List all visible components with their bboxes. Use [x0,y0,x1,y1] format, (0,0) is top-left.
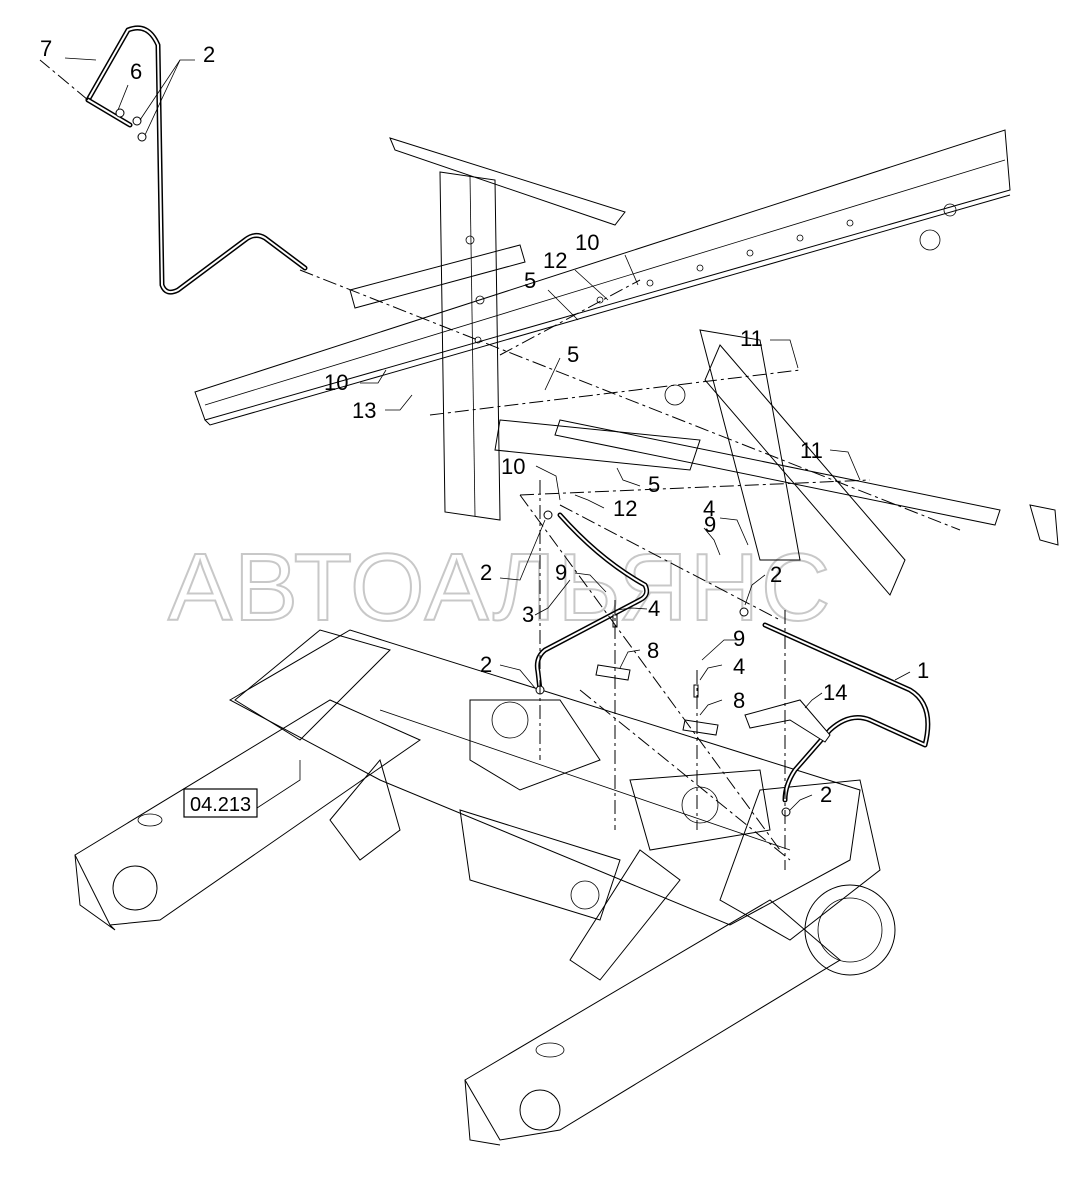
callout-4: 4 [648,596,660,621]
callout-3: 3 [522,602,534,627]
callout-12: 12 [613,496,637,521]
upper-frame [194,129,1059,596]
assembly-lines [39,59,961,870]
callout-7: 7 [40,36,52,61]
callout-9: 9 [704,512,716,537]
callout-1: 1 [917,658,929,683]
callout-11: 11 [800,438,823,463]
hydraulic-pipes [85,25,931,803]
callout-13: 13 [352,398,376,423]
callout-10: 10 [575,230,599,255]
callout-2: 2 [480,652,492,677]
callout-10: 10 [324,370,348,395]
leaders [64,57,911,811]
callout-labels: 7 6 2 10 12 5 11 5 10 13 11 10 5 12 9 4 … [40,36,929,807]
callout-6: 6 [130,59,142,84]
watermark: АВТОАЛЬЯНС [168,534,832,641]
lower-chassis [74,629,896,1146]
reference-box: 04.213 [183,788,258,818]
callout-10: 10 [501,454,525,479]
callout-2: 2 [203,42,215,67]
callout-5: 5 [524,268,536,293]
callout-5: 5 [567,342,579,367]
reference-label: 04.213 [190,794,251,816]
callout-12: 12 [543,248,567,273]
callout-8: 8 [647,638,659,663]
callout-4: 4 [733,654,745,679]
callout-2: 2 [480,560,492,585]
callout-2: 2 [770,562,782,587]
callout-2: 2 [820,782,832,807]
callout-14: 14 [823,680,847,705]
callout-9: 9 [733,626,745,651]
callout-9: 9 [555,560,567,585]
callout-4: 4 [703,496,715,521]
fittings [115,108,831,817]
callout-11: 11 [740,326,763,351]
callout-5: 5 [648,472,660,497]
callout-8: 8 [733,688,745,713]
